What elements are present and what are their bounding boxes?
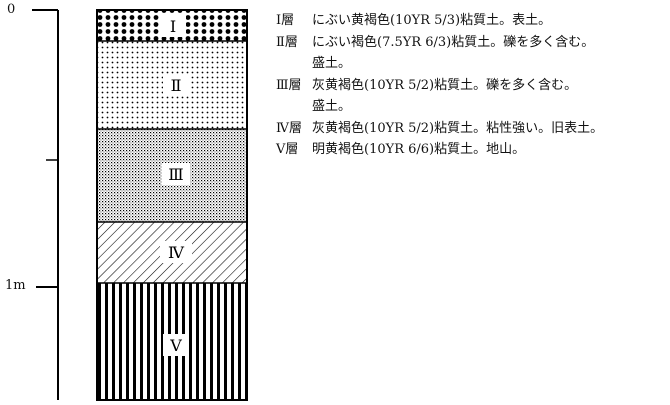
legend-layer-text: にぶい黄褐色(10YR 5/3)粘質土。表土。 [312,13,552,28]
column-outline [96,9,248,401]
legend-row-3-continuation: 盛土。 [312,99,352,114]
layer-5-label-bg [163,334,189,356]
legend-layer-text: 明黄褐色(10YR 6/6)粘質土。地山。 [312,142,526,157]
layer-2-label-bg [163,74,189,96]
legend-layer-id: Ⅱ層 [276,34,298,50]
layer-5-label: Ⅴ [169,336,182,355]
scale-label-1m: 1m [5,278,26,293]
legend-layer-text: にぶい褐色(7.5YR 6/3)粘質土。礫を多く含む。 [312,34,595,50]
layer-3-label-bg [162,163,190,185]
legend-layer-id: Ⅴ層 [276,142,299,157]
scale-label-0: 0 [7,2,16,17]
legend-row-2-continuation: 盛土。 [312,56,352,71]
legend-layer-id: Ⅰ層 [276,13,295,28]
layer-4-label-bg [160,241,192,263]
legend-layer-text: 灰黄褐色(10YR 5/2)粘質土。粘性強い。旧表土。 [312,120,604,136]
legend-row-4: Ⅳ層灰黄褐色(10YR 5/2)粘質土。粘性強い。旧表土。 [276,118,603,140]
legend-row-5: Ⅴ層明黄褐色(10YR 6/6)粘質土。地山。 [276,139,603,161]
legend-row-2: Ⅱ層にぶい褐色(7.5YR 6/3)粘質土。礫を多く含む。 [276,32,603,54]
legend-layer-id: Ⅲ層 [276,77,302,93]
layer-4-label: Ⅳ [168,243,185,262]
legend-layer-text: 灰黄褐色(10YR 5/2)粘質土。礫を多く含む。 [312,77,578,93]
legend-layer-id: Ⅳ層 [276,120,302,136]
layer-2-label: Ⅱ [171,76,182,95]
stratigraphic-column: Ⅰ Ⅱ Ⅲ Ⅳ Ⅴ [32,9,248,401]
layer-legend: Ⅰ層 にぶい黄褐色(10YR 5/3)粘質土。表土。 Ⅱ層にぶい褐色(7.5YR … [276,10,603,161]
layer-1-label-bg [160,15,186,37]
legend-row-1: Ⅰ層 にぶい黄褐色(10YR 5/3)粘質土。表土。 [276,10,603,32]
layer-1-label: Ⅰ [170,17,176,36]
layer-3-label: Ⅲ [168,165,183,184]
legend-row-3: Ⅲ層灰黄褐色(10YR 5/2)粘質土。礫を多く含む。 [276,75,603,97]
